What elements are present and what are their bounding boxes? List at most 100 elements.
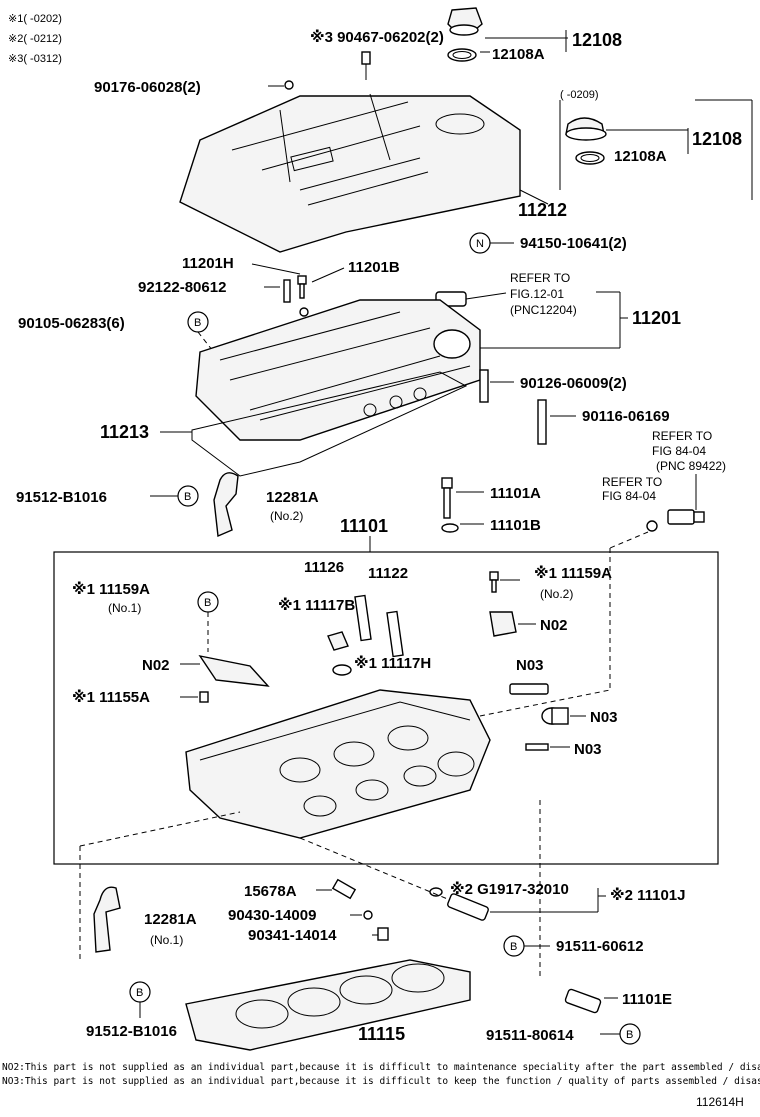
washer-11101B[interactable] (441, 523, 459, 533)
label-12281A-top: 12281A (266, 489, 319, 506)
label-11101E: 11101E (622, 991, 672, 1008)
leader (311, 267, 345, 283)
label-90116: 90116-06169 (582, 408, 670, 425)
oil-filler-cap-top[interactable] (447, 7, 483, 36)
label-90126: 90126-06009(2) (520, 375, 627, 392)
dowel-n03-1[interactable] (509, 683, 549, 695)
footnote-1: ※1( -0202) (8, 13, 62, 25)
refer-84-04-a-line2: FIG 84-04 (652, 444, 706, 458)
cam-cap-n02-right[interactable] (489, 611, 517, 637)
label-11159A-right: ※1 11159A (534, 564, 612, 582)
label-N03-1: N03 (516, 657, 544, 674)
oil-filler-cap-mid[interactable] (565, 117, 607, 141)
label-11101B: 11101B (490, 517, 541, 534)
pcv-valve[interactable] (435, 291, 507, 307)
sensor-gasket[interactable] (646, 520, 658, 532)
label-12281A-bot: 12281A (144, 911, 197, 928)
label-12281A-no1: (No.1) (150, 933, 183, 947)
note-n02: NO2:This part is not supplied as an indi… (2, 1062, 760, 1073)
gasket-90430[interactable] (363, 910, 373, 920)
leader (299, 837, 451, 901)
label-91511-80614: 91511-80614 (486, 1027, 574, 1044)
bolt-11201H[interactable] (297, 275, 307, 299)
label-11201B: 11201B (348, 259, 400, 276)
marker-b-label: B (184, 491, 191, 503)
label-90430: 90430-14009 (228, 907, 316, 924)
gasket-11117H[interactable] (332, 664, 352, 676)
cover-gasket-11213[interactable] (191, 371, 468, 477)
leader (479, 689, 611, 717)
label-91512-bot: 91512-B1016 (86, 1023, 177, 1040)
refer-12-01-line3: (PNC12204) (510, 303, 577, 317)
refer-84-04-a-line3: (PNC 89422) (656, 459, 726, 473)
marker-b-label: B (204, 597, 211, 609)
head-bolt-11101A[interactable] (441, 477, 453, 519)
leader (609, 531, 649, 549)
refer-84-04-a-line1: REFER TO (652, 429, 712, 443)
refer-84-04-b-line2: FIG 84-04 (602, 489, 656, 503)
sensor-11101E[interactable] (564, 988, 602, 1014)
gasket-G1917[interactable] (429, 887, 443, 897)
label-12108-top: 12108 (572, 30, 622, 50)
label-12108A-top: 12108A (492, 46, 545, 63)
grommet-90176[interactable] (284, 80, 294, 90)
head-gasket-11115[interactable] (185, 959, 471, 1051)
figure-id: 112614H (696, 1095, 744, 1109)
temperature-sensor[interactable] (667, 474, 705, 525)
label-11212: 11212 (518, 200, 567, 220)
label-11201: 11201 (632, 308, 681, 328)
note-n03: NO3:This part is not supplied as an indi… (2, 1076, 760, 1087)
marker-b-label: B (136, 987, 143, 999)
head-assembly-box (53, 551, 719, 865)
refer-12-01-line2: FIG.12-01 (510, 287, 564, 301)
cam-cap-n02-left[interactable] (198, 654, 270, 687)
label-94150: 94150-10641(2) (520, 235, 627, 252)
engine-hanger-no2[interactable] (213, 472, 239, 538)
range-0209: ( -0209) (560, 89, 599, 101)
bolt-90467[interactable] (361, 51, 371, 80)
label-92122: 92122-80612 (138, 279, 226, 296)
label-11117B: ※1 11117B (278, 596, 355, 614)
plug-n03-2[interactable] (541, 707, 569, 725)
oil-control-valve-11101J[interactable] (447, 893, 489, 921)
label-11159A-left: ※1 11159A (72, 580, 150, 598)
gasket-ring-mid[interactable] (575, 151, 605, 165)
plug-90341[interactable] (377, 927, 389, 941)
marker-n-label: N (476, 238, 484, 250)
stud-90116[interactable] (537, 399, 547, 445)
footnote-3: ※3( -0312) (8, 53, 62, 65)
label-12281A-no2: (No.2) (270, 509, 303, 523)
label-11101: 11101 (340, 516, 388, 536)
plug-15678A[interactable] (331, 878, 357, 900)
leader (79, 811, 241, 847)
marker-b-label: B (626, 1029, 633, 1041)
footnote-2: ※2( -0212) (8, 33, 62, 45)
label-90105: 90105-06283(6) (18, 315, 125, 332)
bolt-11159A-right[interactable] (489, 571, 499, 593)
marker-b (619, 1023, 641, 1045)
stud-90126[interactable] (479, 369, 489, 403)
label-G1917: ※2 G1917-32010 (450, 880, 569, 898)
label-11201H: 11201H (182, 255, 234, 272)
engine-hanger-no1[interactable] (93, 886, 121, 953)
valve-guide-11126[interactable] (354, 594, 372, 642)
cylinder-head-11101[interactable] (185, 689, 491, 839)
engine-cover-11212[interactable] (179, 93, 521, 253)
leader (251, 263, 301, 275)
pin-n03-3[interactable] (525, 743, 549, 751)
label-N02-left: N02 (142, 657, 170, 674)
washer-11201B[interactable] (299, 307, 309, 317)
gasket-ring-top[interactable] (447, 48, 477, 62)
label-N03-2: N03 (590, 709, 618, 726)
stud-92122[interactable] (283, 279, 291, 303)
label-90341: 90341-14014 (248, 927, 337, 944)
valve-guide-11122[interactable] (386, 610, 404, 658)
label-11159A-no2: (No.2) (540, 587, 573, 601)
pin-11155A[interactable] (199, 691, 209, 703)
label-11213: 11213 (100, 422, 149, 442)
label-11122: 11122 (368, 565, 408, 582)
plug-11117B[interactable] (327, 631, 349, 651)
label-11155A: ※1 11155A (72, 688, 150, 706)
